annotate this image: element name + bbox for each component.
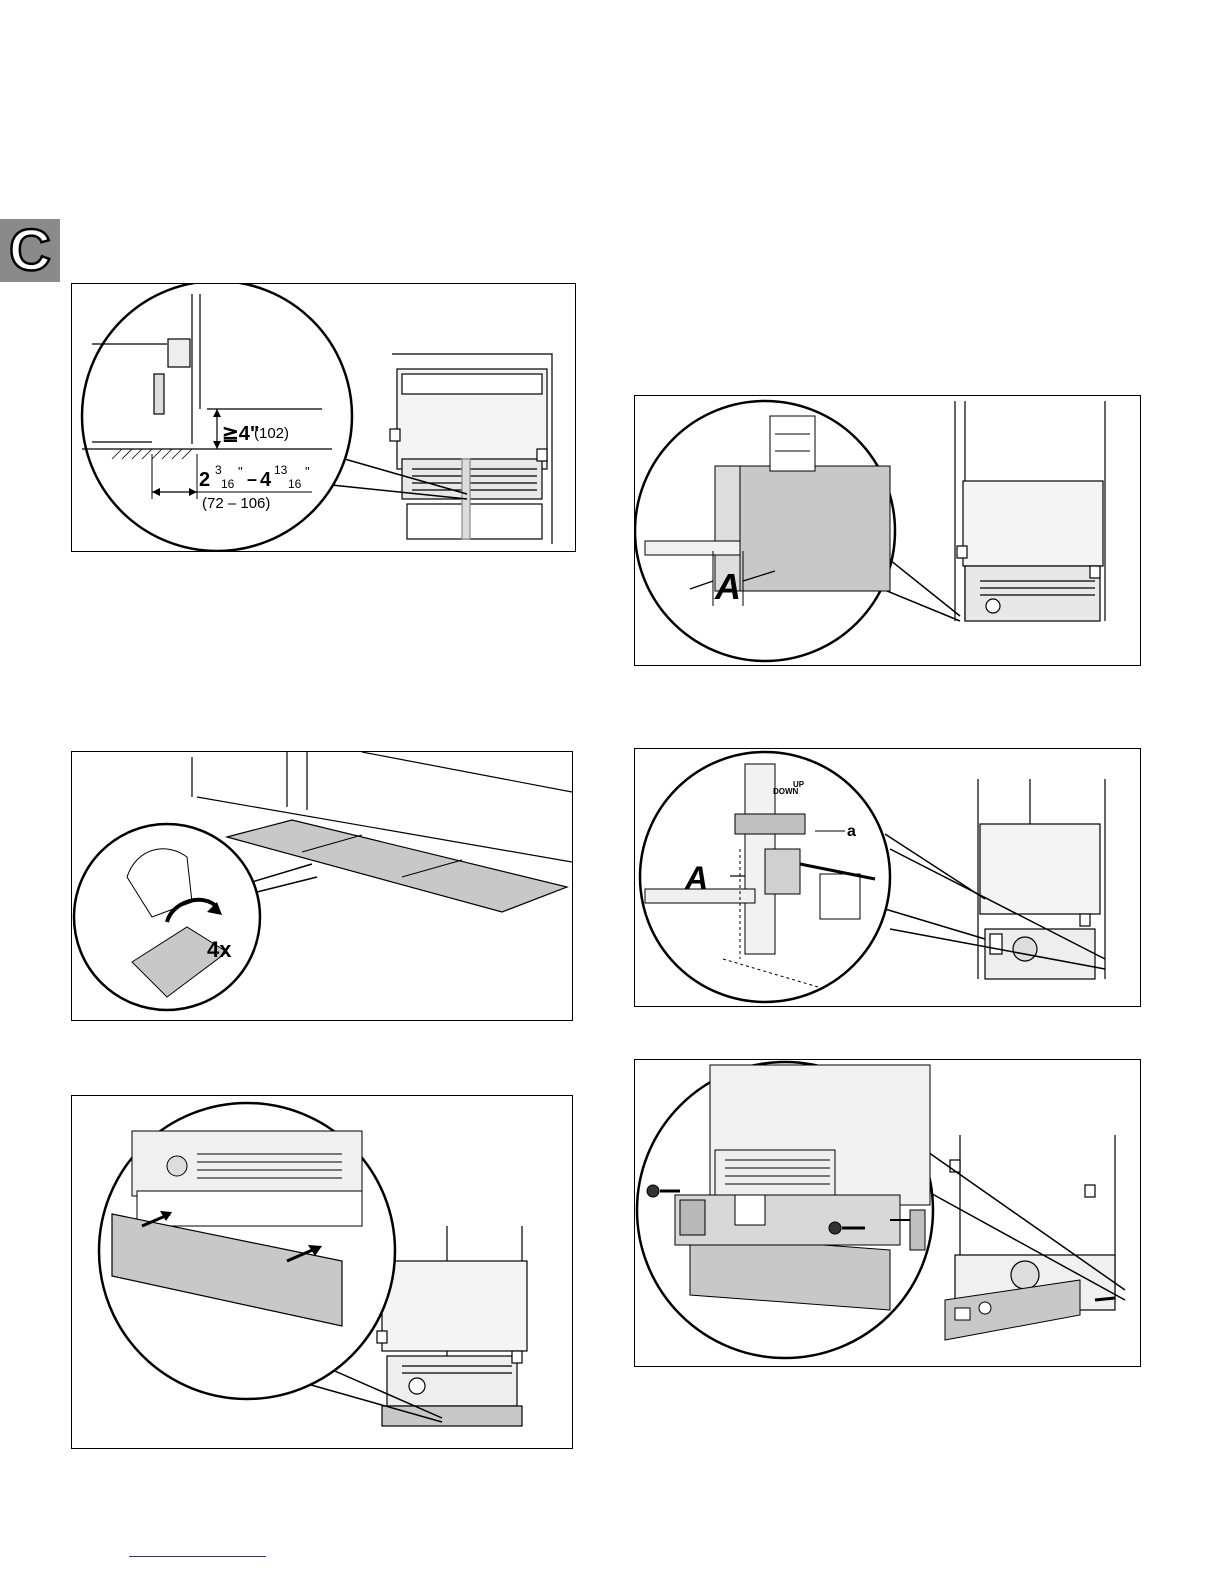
appliance-illustration — [955, 401, 1105, 621]
section-tab: C — [0, 219, 60, 282]
height-dimension-metric: (102) — [254, 425, 289, 442]
part-label-a: a — [847, 823, 856, 840]
figure-install-grille — [634, 1059, 1141, 1367]
repeat-count: 4x — [207, 937, 232, 962]
range-separator: – — [247, 469, 257, 489]
appliance-illustration — [390, 354, 552, 544]
adhesive-strip-set — [227, 820, 567, 912]
figure-adjust-bracket: A a UP DOWN — [634, 748, 1141, 1007]
range-min-whole: 2 — [199, 469, 210, 491]
range-metric: (72 – 106) — [202, 495, 270, 512]
screw-icon — [647, 1185, 659, 1197]
range-max-num: 13 — [274, 463, 288, 477]
figure-adhesive-strips: 4x — [71, 751, 573, 1021]
figure-measure-gap-a: A — [634, 395, 1141, 666]
range-max-den: 16 — [288, 477, 302, 491]
range-min-inch: " — [238, 464, 243, 479]
appliance-illustration — [950, 1135, 1115, 1310]
section-letter: C — [9, 219, 51, 282]
range-min-num: 3 — [215, 463, 222, 477]
range-max-inch: " — [305, 464, 310, 479]
figure-attach-panel — [71, 1095, 573, 1449]
footer-rule — [129, 1556, 266, 1557]
measurement-label-a: A — [684, 860, 708, 896]
appliance-illustration — [377, 1226, 527, 1426]
screw-icon — [829, 1222, 841, 1234]
range-min-den: 16 — [221, 477, 235, 491]
down-label: DOWN — [773, 787, 799, 796]
measurement-label-a: A — [714, 566, 741, 607]
figure-toe-kick-dimensions: ≧4" (102) 2 3 16 " – 4 13 16 " (72 – 106… — [71, 283, 576, 552]
range-max-whole: 4 — [260, 469, 272, 491]
